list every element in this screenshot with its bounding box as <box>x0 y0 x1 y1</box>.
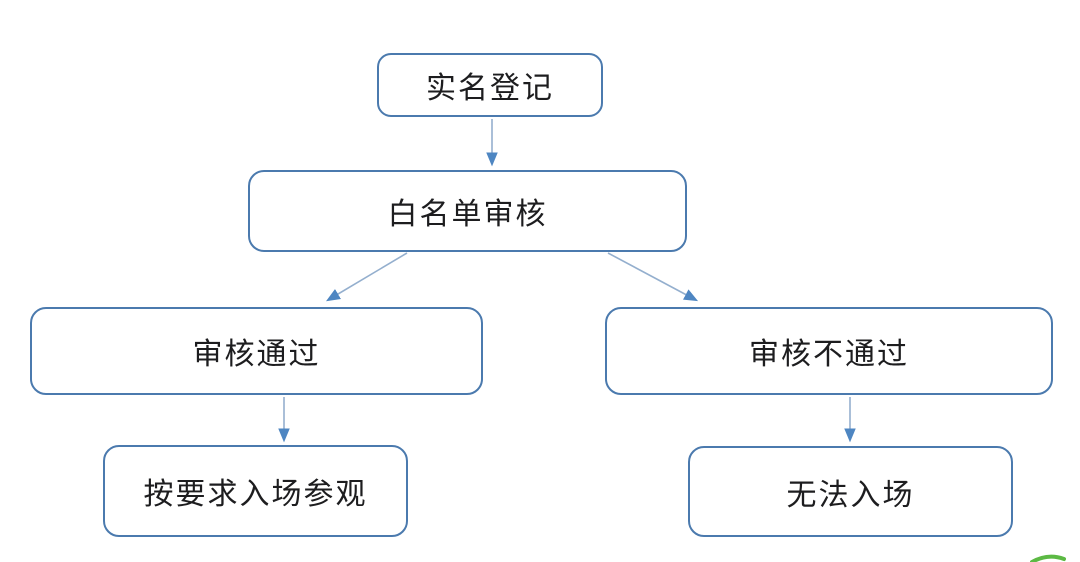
node-review-passed-label: 审核通过 <box>192 338 321 371</box>
node-review-failed: 审核不通过 <box>605 307 1053 395</box>
node-whitelist-review-label: 白名单审核 <box>387 198 548 231</box>
node-enter-as-required-label: 按要求入场参观 <box>143 478 368 511</box>
node-review-passed: 审核通过 <box>30 307 483 395</box>
node-register: 实名登记 <box>377 53 603 117</box>
arrow-whitelist-to-passed <box>325 252 408 302</box>
node-whitelist-review: 白名单审核 <box>248 170 687 252</box>
node-register-label: 实名登记 <box>426 72 554 105</box>
node-enter-as-required: 按要求入场参观 <box>103 445 408 537</box>
green-swoosh-icon <box>1030 554 1066 562</box>
node-review-failed-label: 审核不通过 <box>749 338 909 371</box>
node-cannot-enter-label: 无法入场 <box>786 478 915 512</box>
arrow-whitelist-to-failed <box>607 252 699 302</box>
node-cannot-enter: 无法入场 <box>688 446 1013 537</box>
